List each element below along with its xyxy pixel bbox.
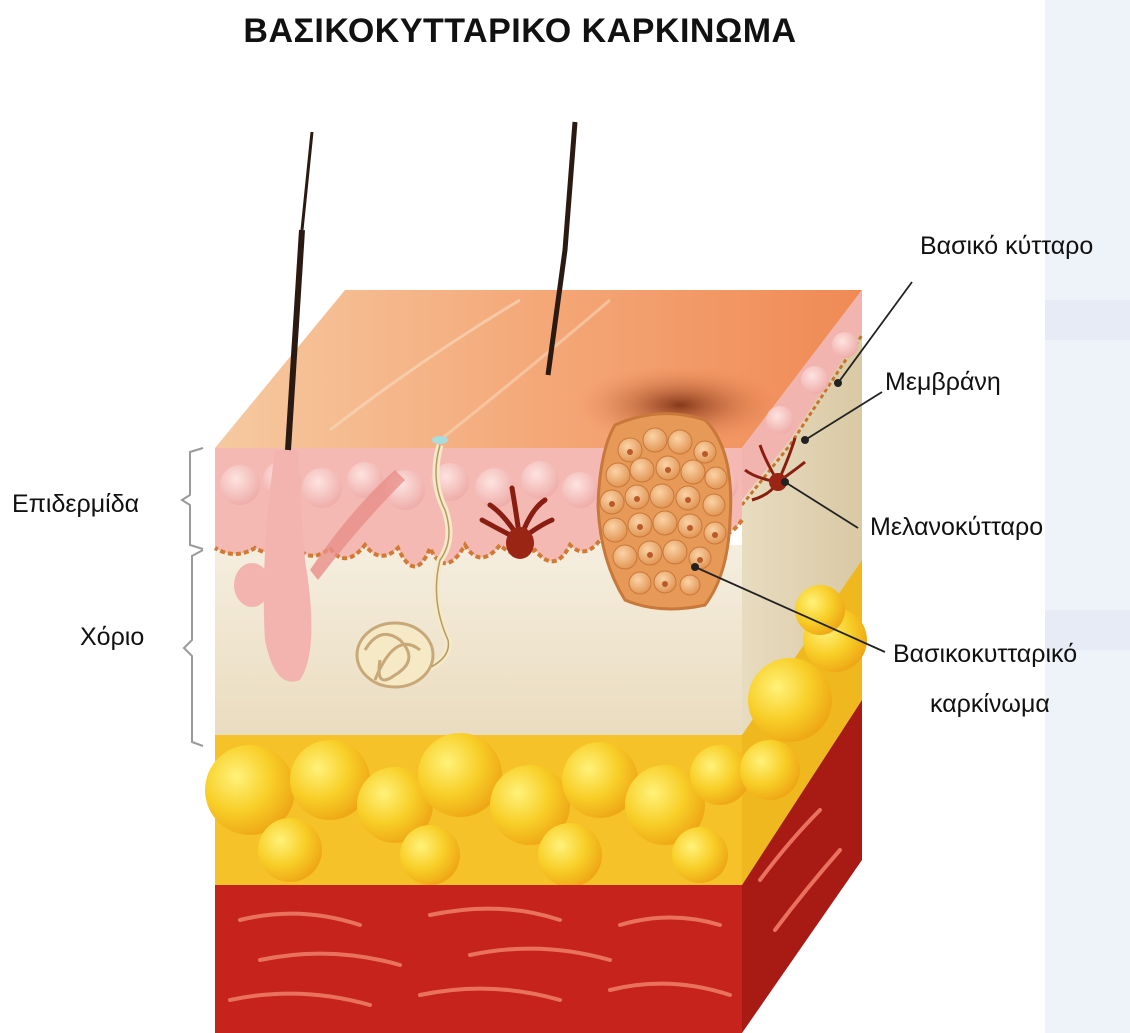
label-membrane: Μεμβράνη xyxy=(885,368,1001,397)
basal-cell-carcinoma xyxy=(598,414,731,609)
sebaceous-gland xyxy=(234,563,270,607)
sweat-pore xyxy=(432,436,448,444)
epidermis-bracket xyxy=(182,448,203,549)
label-melanocyte: Μελανοκύτταρο xyxy=(870,513,1043,542)
sweat-gland-coil xyxy=(357,623,433,687)
label-carcinoma-line2: καρκίνωμα xyxy=(930,690,1050,719)
label-basal-cell: Βασικό κύτταρο xyxy=(920,232,1093,261)
label-epidermis: Επιδερμίδα xyxy=(12,490,139,519)
dermis-bracket xyxy=(184,550,203,746)
label-dermis: Χόριο xyxy=(80,623,144,652)
label-carcinoma-line1: Βασικοκυτταρικό xyxy=(893,640,1077,669)
hair-shaft xyxy=(302,132,312,230)
